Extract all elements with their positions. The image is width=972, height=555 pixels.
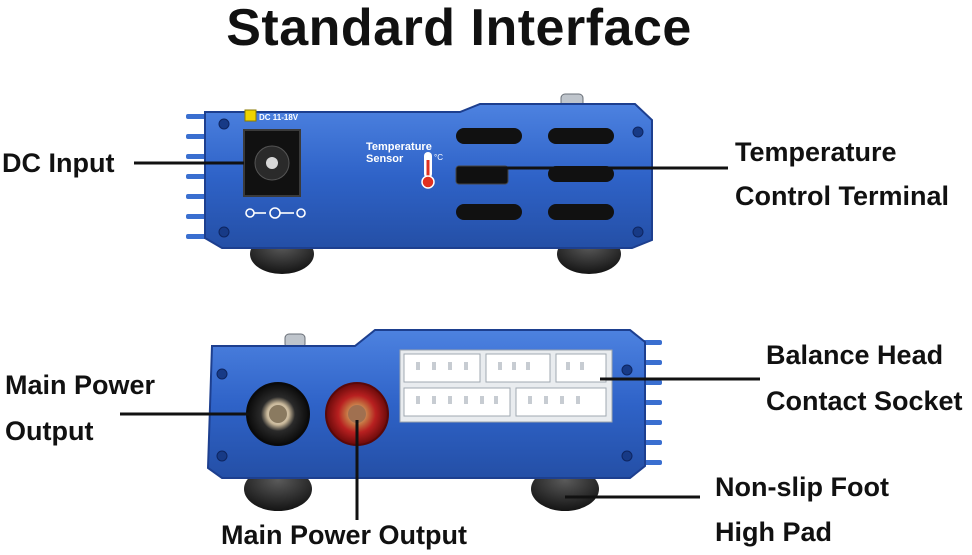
polarity-icon: [245, 207, 306, 219]
temp-unit-text: °C: [434, 153, 443, 162]
temperature-connector: [455, 165, 509, 185]
main-power-bottom-label: Main Power Output: [221, 520, 467, 550]
dc-rating-text: DC 11-18V: [259, 113, 299, 122]
foot-label-line2: High Pad: [715, 517, 833, 547]
balance-label-line2: Contact Socket: [766, 386, 963, 416]
balance-sockets: [399, 349, 613, 423]
temp-sensor-label-1: Temperature: [366, 141, 432, 153]
rear-panel-device: DC 11-18V Temperature Sensor °C: [186, 93, 653, 274]
black-power-socket: [246, 382, 310, 446]
foot-label-line1: Non-slip Foot: [715, 472, 889, 502]
main-power-left-label-line1: Main Power: [5, 370, 156, 400]
dc-input-jack: [243, 129, 301, 197]
temperature-label-line1: Temperature: [735, 137, 897, 167]
main-power-left-label-line2: Output: [5, 416, 94, 446]
dc-input-label: DC Input: [2, 148, 115, 178]
balance-label-line1: Balance Head: [766, 340, 944, 370]
front-panel-device: [206, 329, 662, 511]
thermometer-icon: [421, 152, 435, 189]
temp-sensor-label-2: Sensor: [366, 153, 404, 165]
temperature-label-line2: Control Terminal: [735, 181, 950, 211]
page-title: Standard Interface: [226, 0, 692, 57]
